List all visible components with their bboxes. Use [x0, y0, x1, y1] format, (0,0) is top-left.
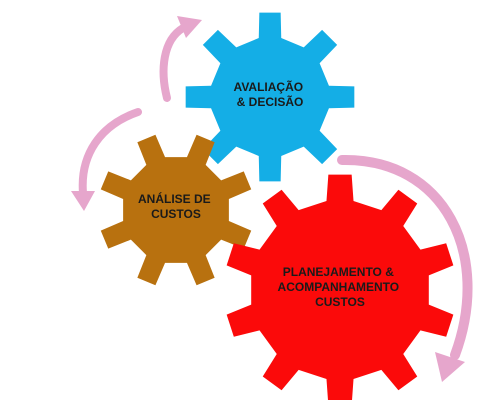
gear-analise-label-line-2: CUSTOS — [151, 207, 201, 221]
gear-planejamento-label: PLANEJAMENTO & ACOMPANHAMENTO CUSTOS — [278, 265, 403, 309]
arrow-head-right — [435, 352, 465, 382]
cycle-arrows — [71, 16, 473, 382]
arrow-head-left — [71, 191, 95, 211]
gear-analise-shape — [100, 134, 252, 286]
arrow-to-planejamento — [337, 154, 473, 382]
arrow-head-top-left — [177, 16, 202, 38]
gear-analise: ANÁLISE DE CUSTOS — [100, 134, 252, 286]
gear-avaliacao-label-line-2: & DECISÃO — [237, 94, 304, 109]
gear-avaliacao: AVALIAÇÃO & DECISÃO — [185, 12, 355, 182]
gear-planejamento-shape — [226, 174, 454, 400]
gear-planejamento-label-line-1: PLANEJAMENTO & — [283, 265, 394, 279]
gear-planejamento-label-line-2: ACOMPANHAMENTO — [278, 280, 400, 294]
gear-planejamento-label-line-3: CUSTOS — [315, 295, 365, 309]
gear-planejamento: PLANEJAMENTO & ACOMPANHAMENTO CUSTOS — [226, 174, 454, 400]
arrow-shaft-top-left — [159, 24, 187, 102]
gear-analise-label: ANÁLISE DE CUSTOS — [138, 191, 214, 221]
arrow-shaft-right — [337, 154, 473, 360]
gear-avaliacao-label-line-1: AVALIAÇÃO — [234, 79, 304, 94]
gear-avaliacao-label: AVALIAÇÃO & DECISÃO — [234, 79, 307, 109]
arrow-shaft-left — [78, 108, 142, 197]
arrow-to-avaliacao — [159, 16, 202, 102]
gear-analise-label-line-1: ANÁLISE DE — [138, 191, 211, 206]
gear-avaliacao-shape — [185, 12, 355, 182]
arrow-to-analise — [71, 108, 142, 211]
